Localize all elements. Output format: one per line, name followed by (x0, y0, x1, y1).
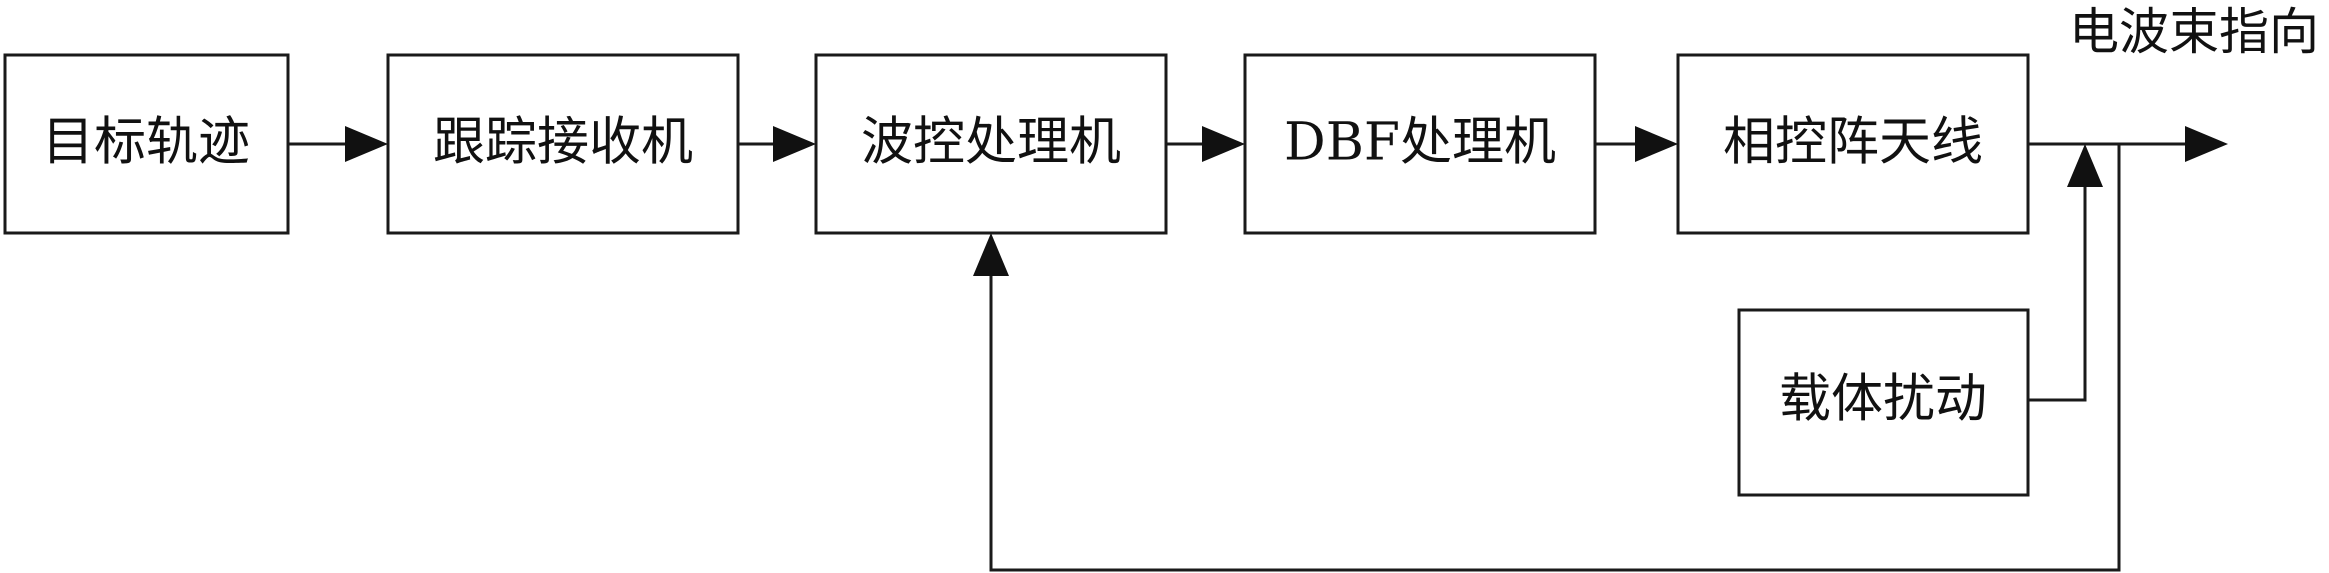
block-dbf-processor: DBF处理机 (1243, 53, 1597, 235)
arrow-head-icon (2185, 126, 2228, 162)
arrow-head-icon (2067, 144, 2103, 187)
arrow-head-icon (773, 126, 816, 162)
block-target-trajectory-label: 目标轨迹 (42, 113, 250, 173)
arrow-feedback-to-beam-control (973, 144, 2121, 572)
arrow-trajectory-to-receiver (288, 126, 388, 162)
arrow-beam-pointing-output (2028, 126, 2228, 162)
block-phased-array-antenna: 相控阵天线 (1676, 53, 2030, 235)
arrow-head-icon (1202, 126, 1245, 162)
arrow-head-icon (973, 233, 1009, 276)
arrow-receiver-to-beam-control (738, 126, 816, 162)
arrow-beam-control-to-dbf (1166, 126, 1245, 162)
block-tracking-receiver-label: 跟踪接收机 (433, 113, 693, 173)
block-carrier-disturbance: 载体扰动 (1737, 308, 2030, 497)
block-tracking-receiver: 跟踪接收机 (386, 53, 740, 235)
block-target-trajectory: 目标轨迹 (3, 53, 290, 235)
block-beam-control-processor-label: 波控处理机 (861, 113, 1121, 173)
arrow-head-icon (1635, 126, 1678, 162)
output-label-beam-pointing: 电波束指向 (2069, 3, 2319, 61)
block-carrier-disturbance-label: 载体扰动 (1779, 370, 1987, 430)
block-beam-control-processor: 波控处理机 (814, 53, 1168, 235)
block-dbf-processor-label: DBF处理机 (1284, 113, 1556, 173)
arrow-dbf-to-antenna (1595, 126, 1678, 162)
block-phased-array-antenna-label: 相控阵天线 (1723, 113, 1983, 173)
arrow-head-icon (345, 126, 388, 162)
arrow-disturbance-to-output (2028, 144, 2103, 402)
